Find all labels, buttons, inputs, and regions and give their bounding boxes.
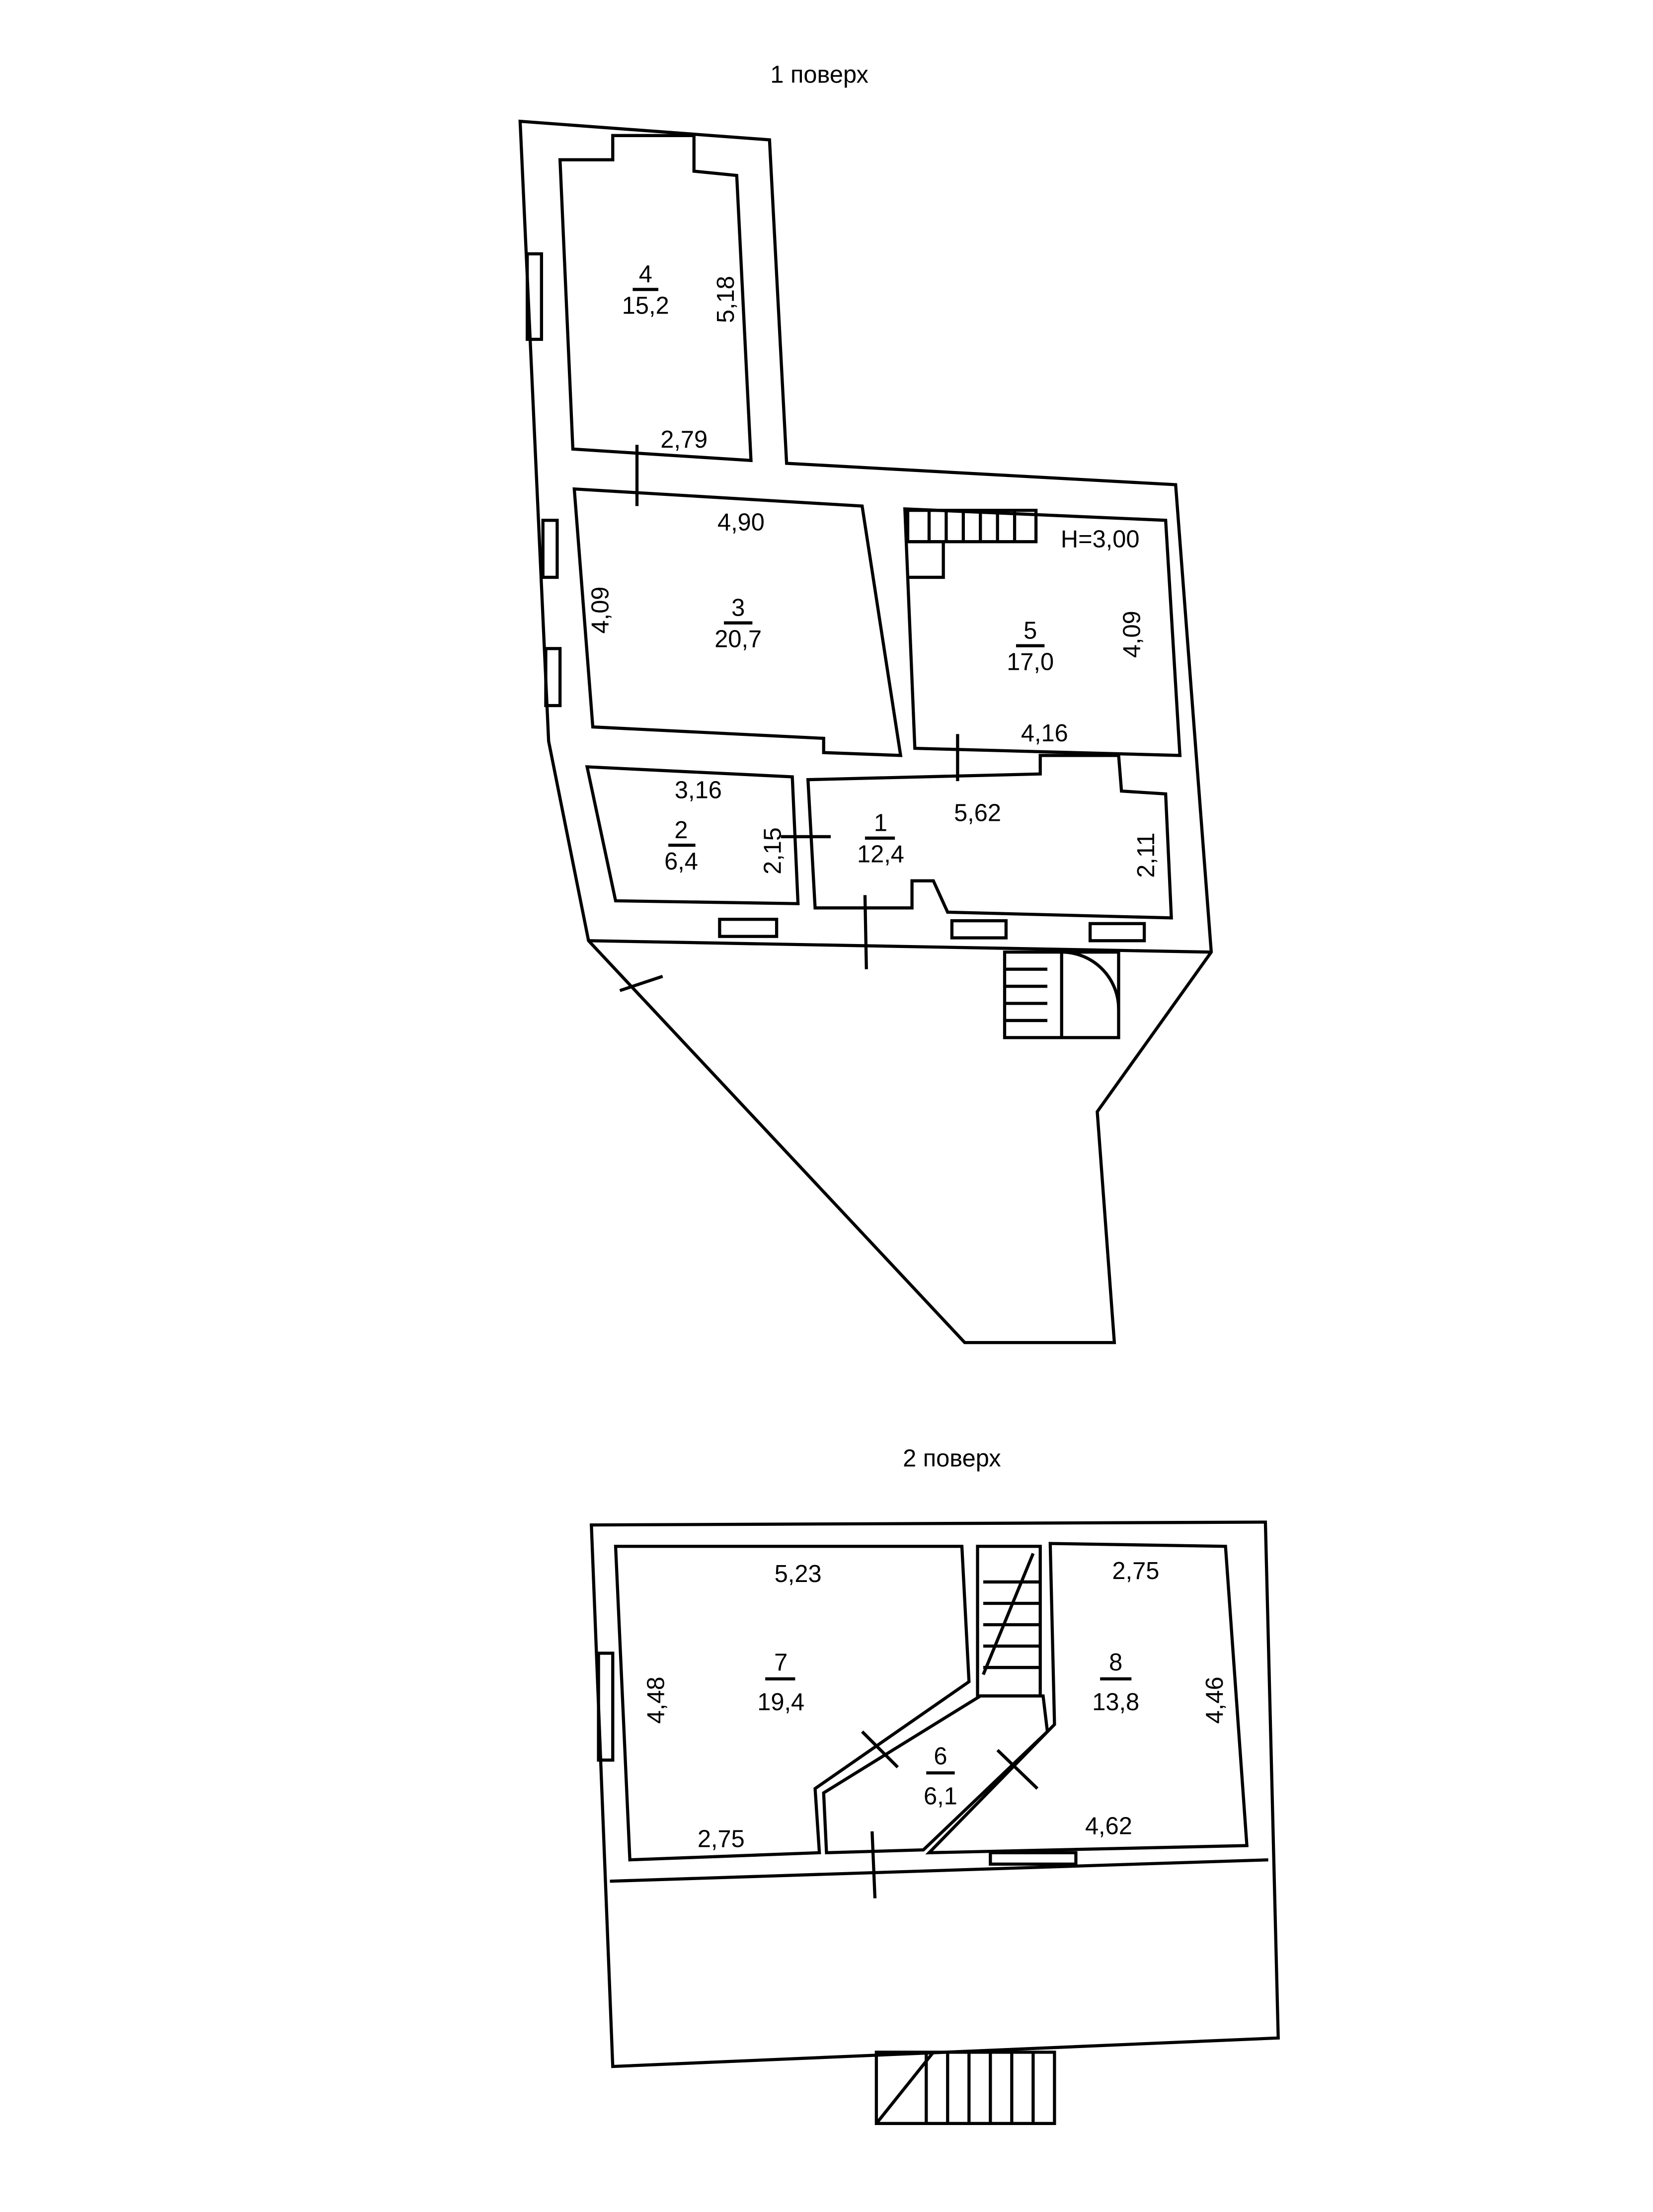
dimension: 4,46 bbox=[1201, 1677, 1228, 1724]
terrace-line bbox=[610, 1858, 1268, 1883]
room-number: 8 bbox=[1109, 1649, 1122, 1676]
room-number: 1 bbox=[874, 809, 887, 836]
dimension: 3,16 bbox=[675, 777, 722, 803]
room-area: 6,4 bbox=[664, 848, 698, 875]
dimension: 2,75 bbox=[698, 1825, 745, 1852]
dimension: 5,18 bbox=[712, 276, 739, 323]
dimension: 2,75 bbox=[1112, 1558, 1159, 1584]
window bbox=[526, 252, 544, 341]
room-5-outline bbox=[903, 507, 1182, 757]
dimension: 4,48 bbox=[643, 1677, 670, 1724]
dimension: 2,11 bbox=[1133, 833, 1160, 878]
floor-1-base-line bbox=[588, 939, 1211, 954]
room-number: 6 bbox=[934, 1743, 947, 1770]
floor-2-title: 2 поверх bbox=[903, 1445, 1001, 1472]
window bbox=[950, 919, 1008, 940]
room-8-outline bbox=[925, 1542, 1249, 1855]
room-7-outline bbox=[614, 1545, 971, 1862]
door-mark bbox=[870, 1831, 877, 1898]
room-number: 7 bbox=[774, 1649, 787, 1676]
height-note: H=3,00 bbox=[1061, 526, 1140, 553]
dimension: 5,23 bbox=[775, 1561, 822, 1587]
door-mark bbox=[863, 895, 868, 969]
room-number: 3 bbox=[731, 594, 745, 621]
dimension: 4,90 bbox=[717, 509, 765, 536]
room-area: 13,8 bbox=[1092, 1689, 1139, 1716]
dimension: 2,79 bbox=[660, 426, 708, 453]
floor-1-plan: 4 15,2 5,18 2,79 4,90 4,09 3 20,7 H=3,00… bbox=[518, 119, 1213, 1344]
room-area: 19,4 bbox=[757, 1689, 804, 1716]
room-3-outline bbox=[572, 487, 903, 757]
room-area: 20,7 bbox=[714, 626, 762, 652]
room-number: 2 bbox=[674, 817, 688, 844]
window bbox=[1088, 922, 1146, 943]
dimension: 4,09 bbox=[587, 586, 614, 633]
window bbox=[989, 1851, 1078, 1866]
dimension: 4,16 bbox=[1021, 720, 1068, 747]
gate-mark bbox=[619, 975, 663, 992]
dimension: 4,62 bbox=[1085, 1813, 1132, 1840]
stairs-icon bbox=[874, 1545, 1056, 2125]
room-4-outline bbox=[558, 134, 753, 463]
floor-1-title: 1 поверх bbox=[770, 62, 868, 88]
dimension: 5,62 bbox=[954, 799, 1001, 826]
floor-2-outer-wall bbox=[589, 1520, 1280, 2068]
room-area: 17,0 bbox=[1007, 648, 1054, 675]
window bbox=[597, 1652, 615, 1762]
room-number: 4 bbox=[639, 261, 652, 288]
room-area: 12,4 bbox=[857, 841, 904, 868]
room-area: 15,2 bbox=[622, 292, 669, 319]
door-mark bbox=[861, 1730, 899, 1769]
floor-2-plan: 5,23 4,48 7 19,4 2,75 2,75 8 13,8 4,46 4… bbox=[589, 1520, 1280, 2125]
room-number: 5 bbox=[1023, 617, 1037, 644]
window bbox=[544, 647, 562, 708]
room-2-outline bbox=[585, 765, 800, 905]
floor-1-outer-wall bbox=[518, 119, 1213, 1344]
room-area: 6,1 bbox=[924, 1783, 957, 1810]
window bbox=[718, 918, 779, 938]
dimension: 4,09 bbox=[1118, 611, 1145, 658]
room-6-outline bbox=[822, 1694, 1049, 1855]
room-1-outline bbox=[806, 754, 1173, 920]
dimension: 2,15 bbox=[760, 827, 787, 874]
stairs-icon bbox=[906, 508, 1120, 1039]
window bbox=[541, 519, 559, 579]
door-mark bbox=[996, 1749, 1039, 1790]
